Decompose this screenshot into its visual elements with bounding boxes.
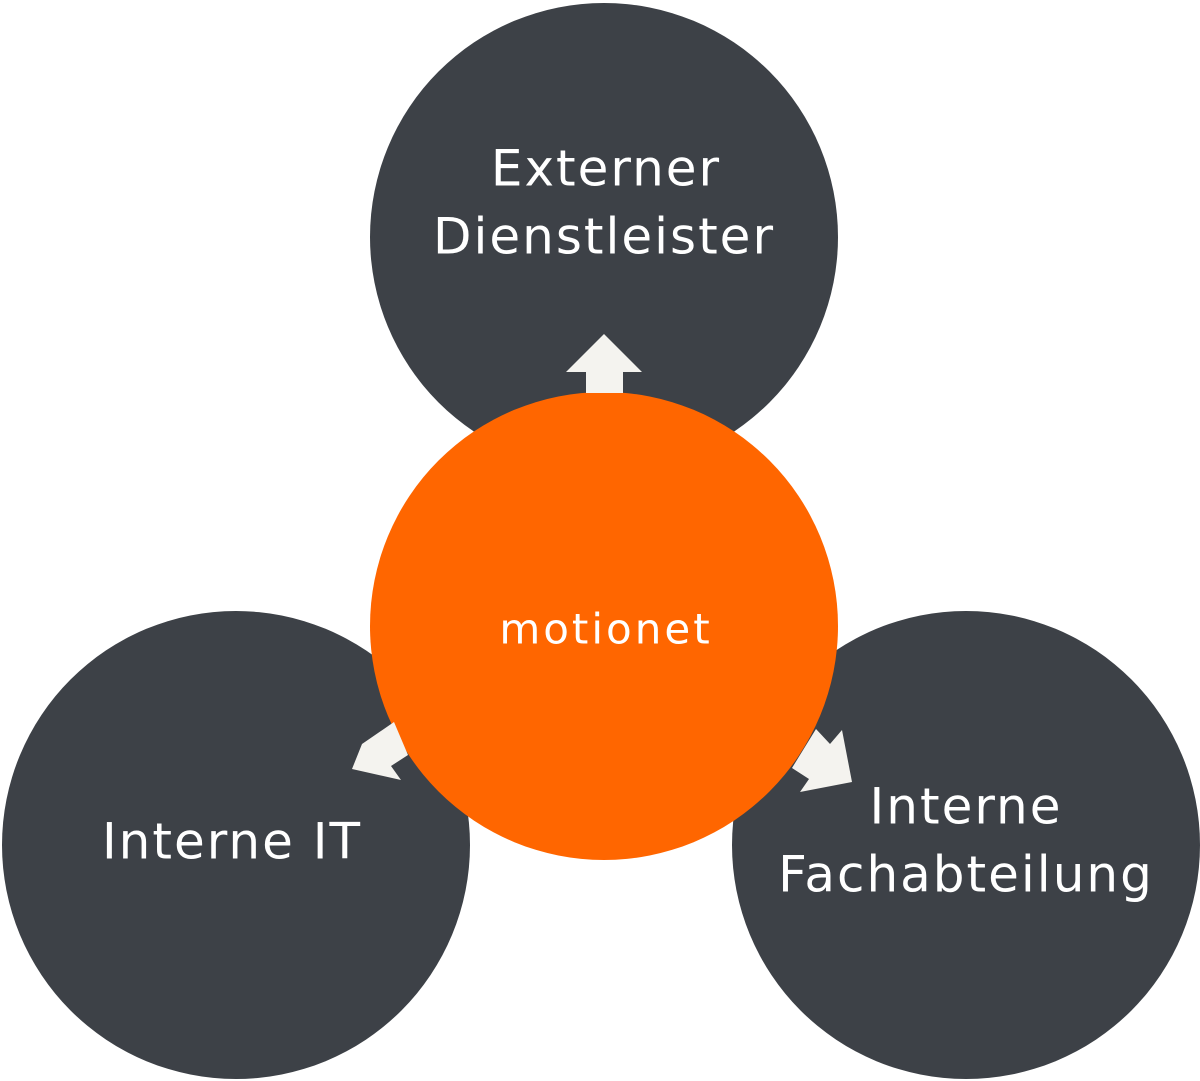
node-top-circle — [370, 3, 838, 471]
node-top-label-line1: Externer — [491, 140, 721, 198]
arrow-to-top — [566, 334, 642, 393]
arrow-to-right — [792, 729, 852, 792]
node-right-circle — [732, 611, 1200, 1079]
arrow-to-left — [352, 722, 408, 780]
node-right-label-line1: Interne — [870, 778, 1063, 836]
node-left-circle — [2, 611, 470, 1079]
center-node-label: motionet — [499, 605, 712, 654]
center-node-circle — [370, 392, 838, 860]
node-left-label: Interne IT — [102, 813, 362, 871]
node-top-label-line2: Dienstleister — [433, 208, 775, 266]
node-right-label-line2: Fachabteilung — [778, 846, 1154, 904]
